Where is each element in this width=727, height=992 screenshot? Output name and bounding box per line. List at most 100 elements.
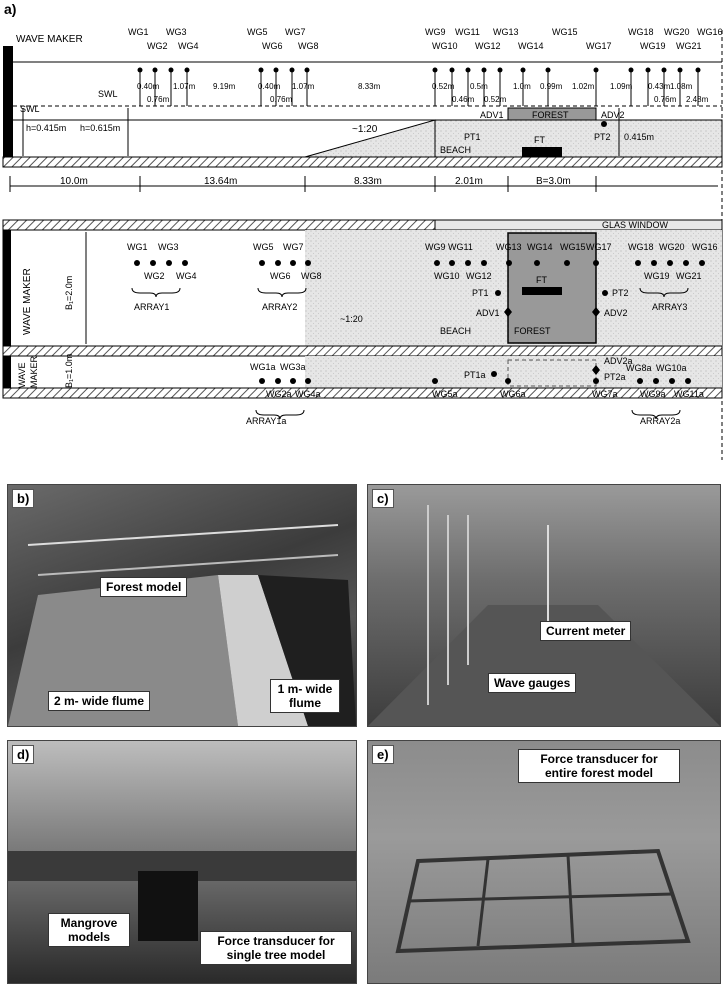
pt2-plan-label: PT2 (612, 288, 629, 298)
plan-gauge-dot (651, 260, 657, 266)
svg-text:WG17: WG17 (586, 242, 612, 252)
svg-text:WG9: WG9 (425, 242, 446, 252)
plan-gauge-dot (564, 260, 570, 266)
svg-text:WG10: WG10 (432, 41, 458, 51)
pt1-plan-label: PT1 (472, 288, 489, 298)
flume-schematic: a) WAVE MAKER ~1:20 BEACH FOREST FT SWL … (2, 1, 723, 460)
photo-b-caption-2m: 2 m- wide flume (48, 691, 151, 711)
side-gauge-dot (695, 67, 701, 73)
svg-text:WG2: WG2 (144, 271, 165, 281)
svg-text:WG12: WG12 (475, 41, 501, 51)
svg-text:WG4a: WG4a (295, 389, 321, 399)
svg-text:WG2a: WG2a (266, 389, 292, 399)
pt2-marker (601, 121, 607, 127)
flume-width-1m: B₁=1.0m (64, 354, 74, 388)
glass-window-label: GLAS WINDOW (602, 220, 669, 230)
pt2-label: PT2 (594, 132, 611, 142)
ft-label: FT (534, 135, 545, 145)
svg-text:WG5a: WG5a (432, 389, 458, 399)
plan-gauge-dot (259, 260, 265, 266)
plan-gauge-dot (667, 260, 673, 266)
photo-d-caption-mangrove: Mangrove models (48, 913, 130, 947)
plan-gauge-labels-1m: WG1a WG3a WG2a WG4a WG5a WG6a WG7a WG8a … (250, 362, 704, 399)
svg-text:WG1: WG1 (127, 242, 148, 252)
wave-short-1: WAVE (17, 362, 27, 388)
side-gauge-dot (168, 67, 174, 73)
adv1-plan-marker (504, 307, 512, 317)
array2-brace (257, 287, 307, 298)
svg-text:WG1: WG1 (128, 27, 149, 37)
svg-text:WG8a: WG8a (626, 363, 652, 373)
svg-text:WG15: WG15 (552, 27, 578, 37)
svg-text:WG7: WG7 (283, 242, 304, 252)
plan-slope-2m (305, 230, 435, 346)
adv2-plan-label: ADV2 (604, 308, 628, 318)
pt1-plan-marker (495, 290, 501, 296)
pt1a-label: PT1a (464, 370, 486, 380)
svg-text:0.46m: 0.46m (452, 95, 475, 104)
svg-text:0.52m: 0.52m (484, 95, 507, 104)
svg-text:1.08m: 1.08m (670, 82, 693, 91)
svg-text:WG18: WG18 (628, 27, 654, 37)
plan-gauge-dot (465, 260, 471, 266)
svg-text:WG19: WG19 (640, 41, 666, 51)
depth-right-label: 0.415m (624, 132, 654, 142)
side-gauge-dot (432, 67, 438, 73)
svg-text:WG18: WG18 (628, 242, 654, 252)
svg-text:WG21: WG21 (676, 271, 702, 281)
svg-text:1.02m: 1.02m (572, 82, 595, 91)
slope-plan-label: ~1:20 (340, 314, 363, 324)
array1a-label: ARRAY1a (246, 416, 286, 426)
svg-text:WG14: WG14 (527, 242, 553, 252)
svg-text:WG13: WG13 (493, 27, 519, 37)
array2a-brace (631, 409, 681, 420)
svg-text:WG7a: WG7a (592, 389, 618, 399)
svg-text:8.33m: 8.33m (354, 176, 382, 187)
svg-text:0.76m: 0.76m (654, 95, 677, 104)
svg-text:WG3: WG3 (158, 242, 179, 252)
plan-gauge-dot (305, 260, 311, 266)
plan-gauge-dot (481, 260, 487, 266)
svg-text:B=3.0m: B=3.0m (536, 176, 571, 187)
svg-text:WG6: WG6 (270, 271, 291, 281)
plan-gauge-dot (653, 378, 659, 384)
photo-c-caption-gauges: Wave gauges (488, 673, 577, 693)
svg-text:WG3a: WG3a (280, 362, 306, 372)
side-gauge-dot (520, 67, 526, 73)
svg-text:WG16: WG16 (692, 242, 718, 252)
photo-e-label: e) (372, 745, 394, 764)
plan-gauge-dot (669, 378, 675, 384)
plan-gauge-labels-2m: WG1 WG3 WG2 WG4 WG5 WG7 WG6 WG8 WG9 WG11… (127, 242, 718, 281)
plan-gauge-dot (134, 260, 140, 266)
plan-gauge-dot (434, 260, 440, 266)
svg-text:1.09m: 1.09m (610, 82, 633, 91)
plan-gauge-dot (182, 260, 188, 266)
plan-gauge-dot (166, 260, 172, 266)
side-gauge-dot (661, 67, 667, 73)
photo-d-label: d) (12, 745, 35, 764)
glass-window-strip (434, 219, 723, 231)
svg-text:0.40m: 0.40m (258, 82, 281, 91)
svg-text:WG15: WG15 (560, 242, 586, 252)
svg-text:0.76m: 0.76m (270, 95, 293, 104)
dimension-labels: 10.0m 13.64m 8.33m 2.01m B=3.0m (60, 176, 571, 187)
svg-text:WG8: WG8 (298, 41, 319, 51)
plan-gauge-dot (593, 260, 599, 266)
photo-e-art (395, 848, 691, 954)
ft-plan (522, 287, 562, 295)
array3-brace (639, 287, 689, 298)
swl-label: SWL (20, 104, 40, 114)
side-gauge-dot (593, 67, 599, 73)
pt2a-label: PT2a (604, 372, 626, 382)
array1a-brace (255, 409, 305, 420)
svg-text:0.99m: 0.99m (540, 82, 563, 91)
svg-text:WG10a: WG10a (656, 363, 687, 373)
plan-gauge-dot (275, 378, 281, 384)
ft-plan-label: FT (536, 275, 547, 285)
side-gauge-dot (289, 67, 295, 73)
wave-maker-vertical-1: WAVE MAKER (22, 268, 33, 335)
forest-label: FOREST (532, 110, 569, 120)
h1-label: h=0.415m (26, 123, 66, 133)
svg-text:1.07m: 1.07m (173, 82, 196, 91)
side-gauge-dot (645, 67, 651, 73)
